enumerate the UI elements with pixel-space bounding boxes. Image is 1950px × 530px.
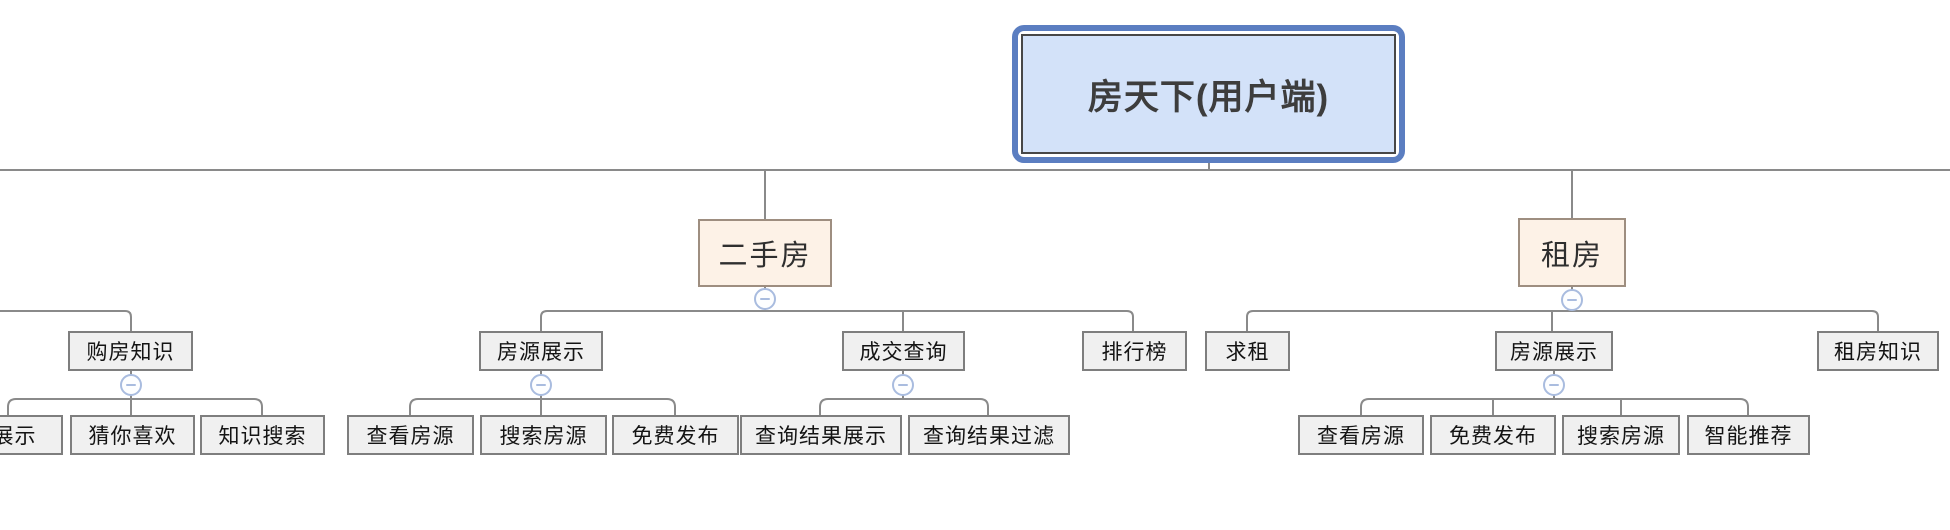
connector-line (7, 398, 263, 415)
mindmap-node[interactable]: 搜索房源 (480, 415, 607, 455)
minus-icon (1567, 299, 1577, 301)
node-label: 搜索房源 (499, 425, 588, 448)
node-label: 展示 (0, 425, 37, 448)
collapse-toggle[interactable] (892, 374, 914, 396)
minus-icon (126, 384, 136, 386)
collapse-toggle[interactable] (754, 288, 776, 310)
node-label: 猜你喜欢 (88, 425, 177, 448)
mindmap-node[interactable]: 求租 (1205, 331, 1290, 371)
root-node-label: 房天下(用户端) (1021, 34, 1396, 154)
mindmap-node[interactable]: 排行榜 (1082, 331, 1187, 371)
mindmap-node[interactable]: 搜索房源 (1562, 415, 1680, 455)
mindmap-node[interactable]: 查看房源 (1298, 415, 1424, 455)
node-label: 成交查询 (859, 341, 948, 364)
mindmap-node[interactable]: 猜你喜欢 (70, 415, 195, 455)
minus-icon (898, 384, 908, 386)
connector-line (409, 398, 676, 415)
mindmap-node[interactable]: 免费发布 (1430, 415, 1556, 455)
mindmap-node[interactable]: 房源展示 (1495, 331, 1613, 371)
node-label: 知识搜索 (218, 425, 307, 448)
node-label: 查看房源 (1317, 425, 1405, 448)
node-label: 免费发布 (631, 425, 720, 448)
node-label: 租房知识 (1834, 341, 1922, 364)
minus-icon (1549, 384, 1559, 386)
collapse-toggle[interactable] (1543, 374, 1565, 396)
mindmap-node[interactable]: 房源展示 (479, 331, 603, 371)
collapse-toggle[interactable] (1561, 289, 1583, 311)
mindmap-node[interactable]: 免费发布 (612, 415, 739, 455)
collapse-toggle[interactable] (530, 374, 552, 396)
collapse-toggle[interactable] (120, 374, 142, 396)
node-label: 租房 (1540, 239, 1603, 272)
minus-icon (536, 384, 546, 386)
mindmap-node[interactable]: 展示 (0, 415, 63, 455)
mindmap-node[interactable]: 智能推荐 (1687, 415, 1810, 455)
node-label: 二手房 (718, 240, 812, 272)
mindmap-node[interactable]: 查询结果展示 (740, 415, 902, 455)
node-label: 排行榜 (1101, 341, 1168, 364)
mindmap-node[interactable]: 查看房源 (347, 415, 474, 455)
mindmap-node[interactable]: 租房 (1518, 218, 1626, 287)
mindmap-node[interactable]: 租房知识 (1817, 331, 1939, 371)
node-label: 搜索房源 (1577, 425, 1665, 448)
mindmap-root-node[interactable]: 房天下(用户端) (1012, 25, 1405, 163)
connector-line (1246, 310, 1879, 331)
node-label: 查询结果过滤 (923, 425, 1055, 448)
node-label: 智能推荐 (1704, 425, 1793, 448)
mindmap-node[interactable]: 成交查询 (842, 331, 965, 371)
node-label: 免费发布 (1449, 425, 1537, 448)
mindmap-node[interactable]: 二手房 (698, 219, 832, 287)
connector-line (1360, 398, 1749, 415)
node-label: 购房知识 (86, 341, 175, 364)
node-label: 查询结果展示 (755, 425, 887, 448)
node-label: 查看房源 (366, 425, 455, 448)
connector-line (0, 310, 132, 331)
mindmap-node[interactable]: 知识搜索 (200, 415, 325, 455)
connector-line (819, 398, 989, 415)
node-label: 房源展示 (497, 341, 585, 364)
node-label: 求租 (1225, 341, 1270, 364)
mindmap-node[interactable]: 查询结果过滤 (908, 415, 1070, 455)
connector-line (540, 310, 1134, 331)
mindmap-node[interactable]: 购房知识 (68, 331, 193, 371)
node-label: 房源展示 (1510, 341, 1598, 364)
minus-icon (760, 298, 770, 300)
